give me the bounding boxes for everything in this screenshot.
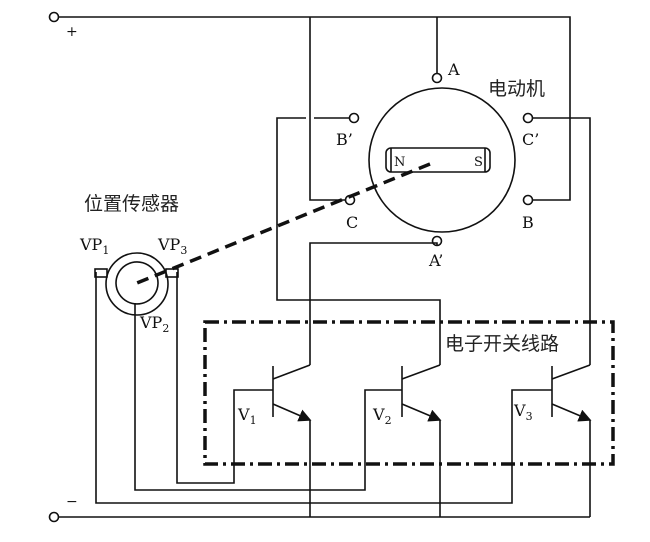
- minus-label: −: [66, 494, 78, 510]
- transistor-v1: V1: [237, 364, 312, 517]
- v2-label: V2: [372, 405, 392, 427]
- pole-c-label: C: [346, 213, 358, 232]
- plus-label: +: [66, 24, 78, 40]
- pole-a-label: A: [447, 60, 460, 79]
- motor: N S 电动机 A A’ B’ B C C’: [336, 60, 545, 270]
- pole-a-prime-label: A’: [428, 251, 443, 270]
- negative-terminal: [48, 511, 60, 523]
- transistor-v2: V2: [372, 364, 442, 517]
- magnet-south-label: S: [474, 155, 483, 170]
- terminal-b: [522, 194, 534, 206]
- rotor-sensor-coupling-line: [136, 162, 431, 285]
- motor-label: 电动机: [488, 78, 545, 100]
- terminal-b-prime: [348, 112, 360, 124]
- sensor-outer-ring: [105, 252, 169, 316]
- rotor-magnet: [385, 147, 491, 173]
- v1-label: V1: [237, 405, 257, 427]
- positive-terminal: [48, 11, 60, 23]
- pole-b-label: B: [522, 213, 534, 232]
- motor-stator: [368, 87, 516, 233]
- pole-b-prime-label: B’: [336, 130, 353, 149]
- magnet-north-label: N: [394, 155, 405, 170]
- vp2-label: VP2: [139, 313, 169, 335]
- sensor-wires: [95, 272, 552, 504]
- sensor-label: 位置传感器: [84, 193, 179, 215]
- terminal-a: [431, 72, 443, 84]
- vp1-label: VP1: [79, 235, 109, 257]
- position-sensor: 位置传感器 VP1 VP3 VP2: [79, 193, 187, 335]
- vp3-label: VP3: [157, 235, 187, 257]
- terminal-c-prime: [522, 112, 534, 124]
- transistor-v3: V3: [513, 364, 592, 517]
- winding-wires: [276, 17, 591, 365]
- electronic-switch-box: [203, 320, 615, 466]
- v3-label: V3: [513, 401, 533, 423]
- pole-c-prime-label: C’: [522, 130, 539, 149]
- sensor-inner-ring: [115, 261, 159, 305]
- negative-rail: −: [48, 494, 590, 523]
- positive-rail: +: [48, 11, 571, 201]
- switch-circuit-label: 电子开关线路: [445, 333, 559, 355]
